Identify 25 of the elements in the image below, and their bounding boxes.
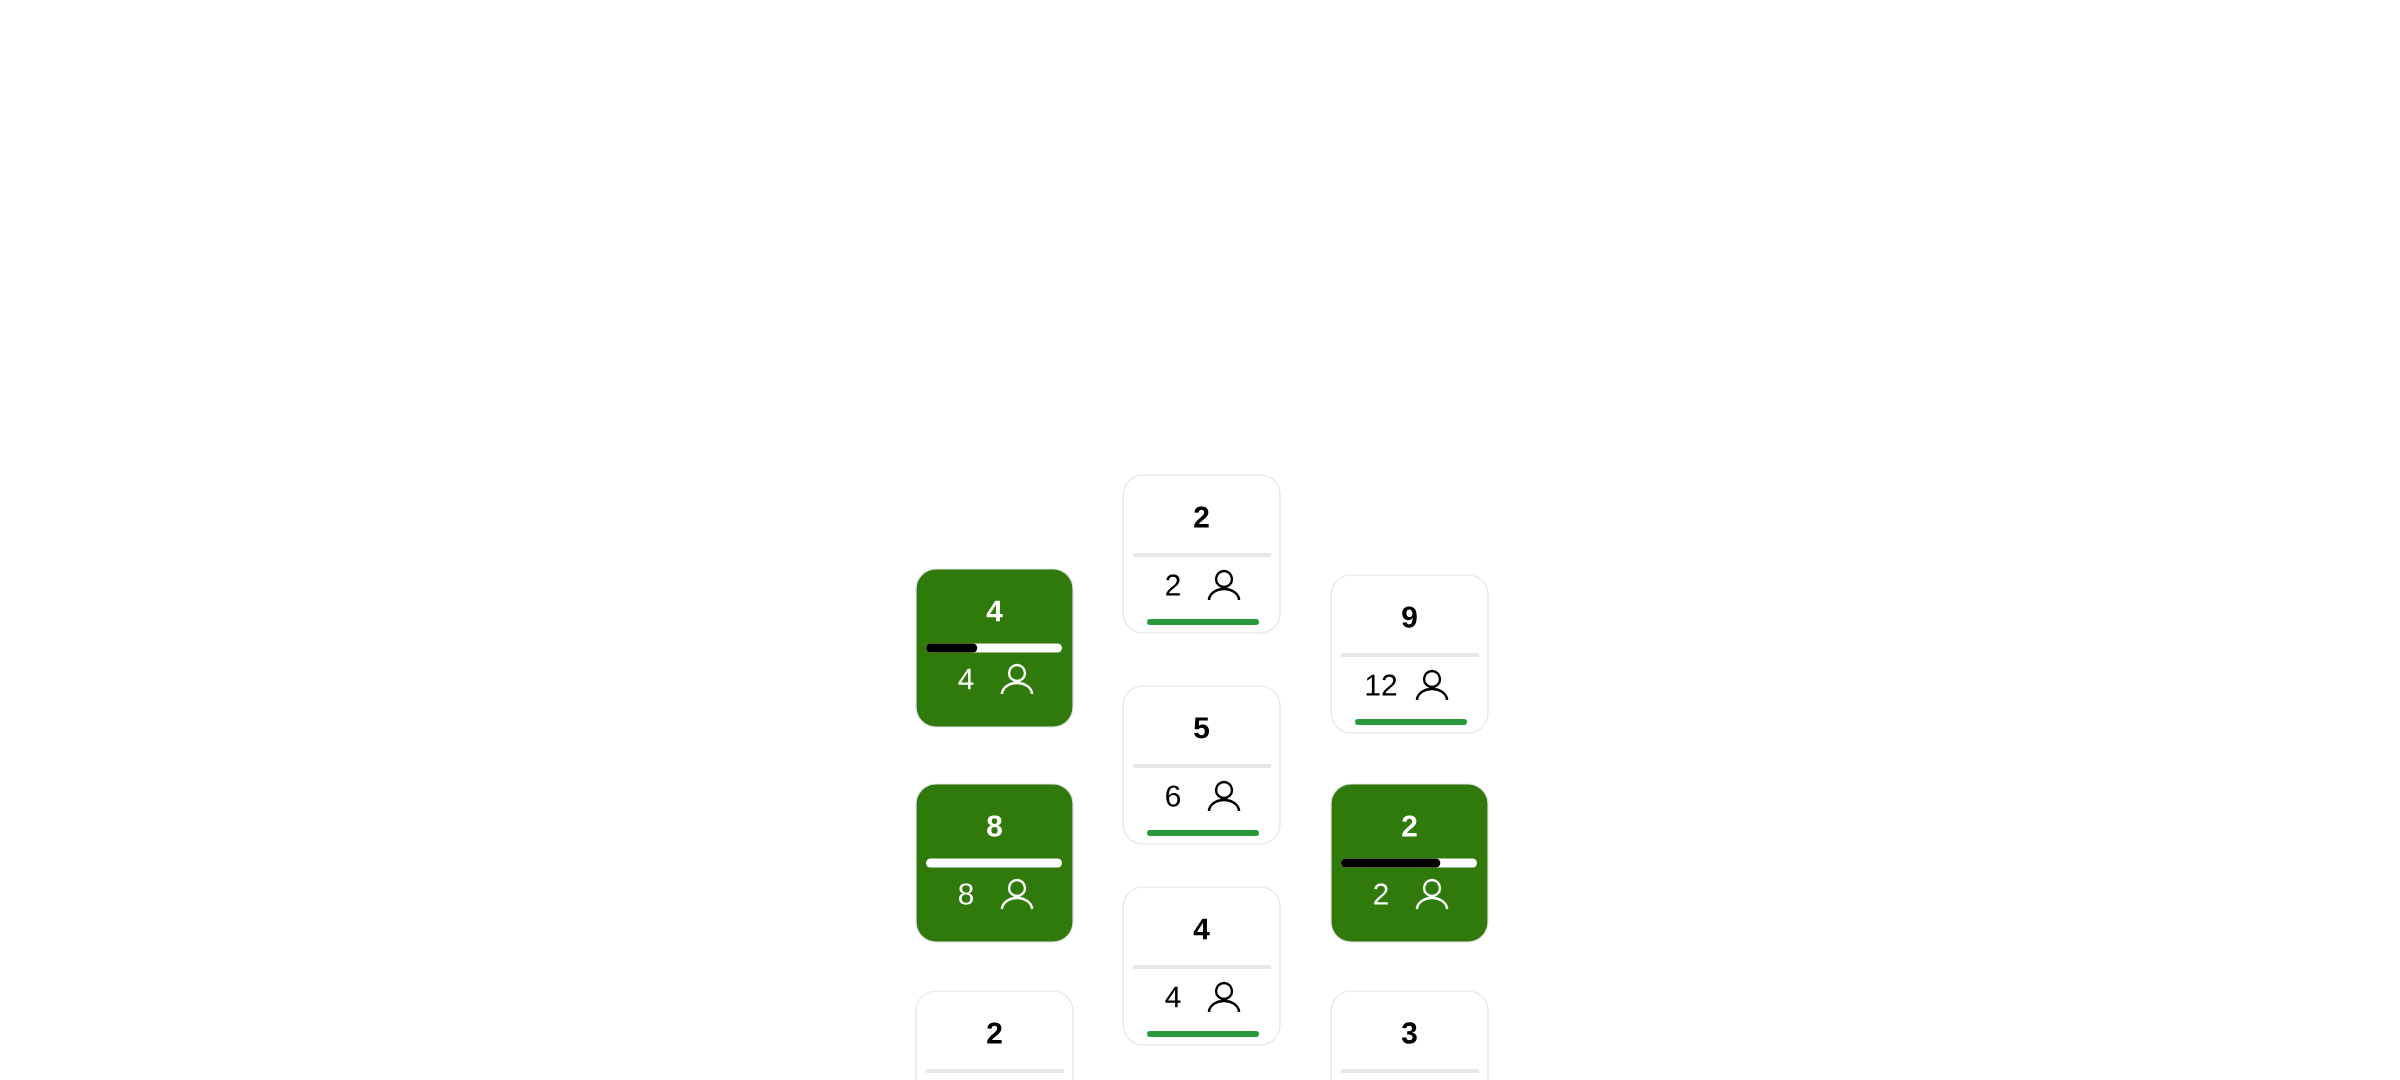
seat-count: 6 [1166, 785, 1181, 807]
table-number: 3 [1401, 1022, 1417, 1044]
seat-count: 2 [1166, 574, 1180, 596]
seat-count: 4 [958, 668, 974, 690]
table-card [1122, 886, 1281, 1046]
table-card [915, 990, 1074, 1080]
table-card [1330, 574, 1489, 734]
table-number: 2 [987, 1022, 1002, 1044]
table-number: 5 [1194, 717, 1210, 739]
table-card [915, 783, 1074, 943]
table-number: 2 [1194, 506, 1209, 528]
seat-count: 2 [1374, 883, 1388, 905]
table-number: 8 [987, 815, 1002, 837]
seat-count: 4 [1165, 986, 1181, 1008]
table-number: 4 [986, 600, 1003, 622]
table-card [1122, 685, 1281, 845]
table-card [1122, 474, 1281, 634]
table-card [915, 568, 1074, 728]
table-number: 9 [1402, 606, 1417, 628]
table-card [1330, 990, 1489, 1080]
table-number: 2 [1402, 815, 1417, 837]
table-number: 4 [1193, 918, 1210, 940]
table-card [1330, 783, 1489, 943]
seat-count: 12 [1366, 674, 1397, 696]
seat-count: 8 [958, 883, 974, 905]
